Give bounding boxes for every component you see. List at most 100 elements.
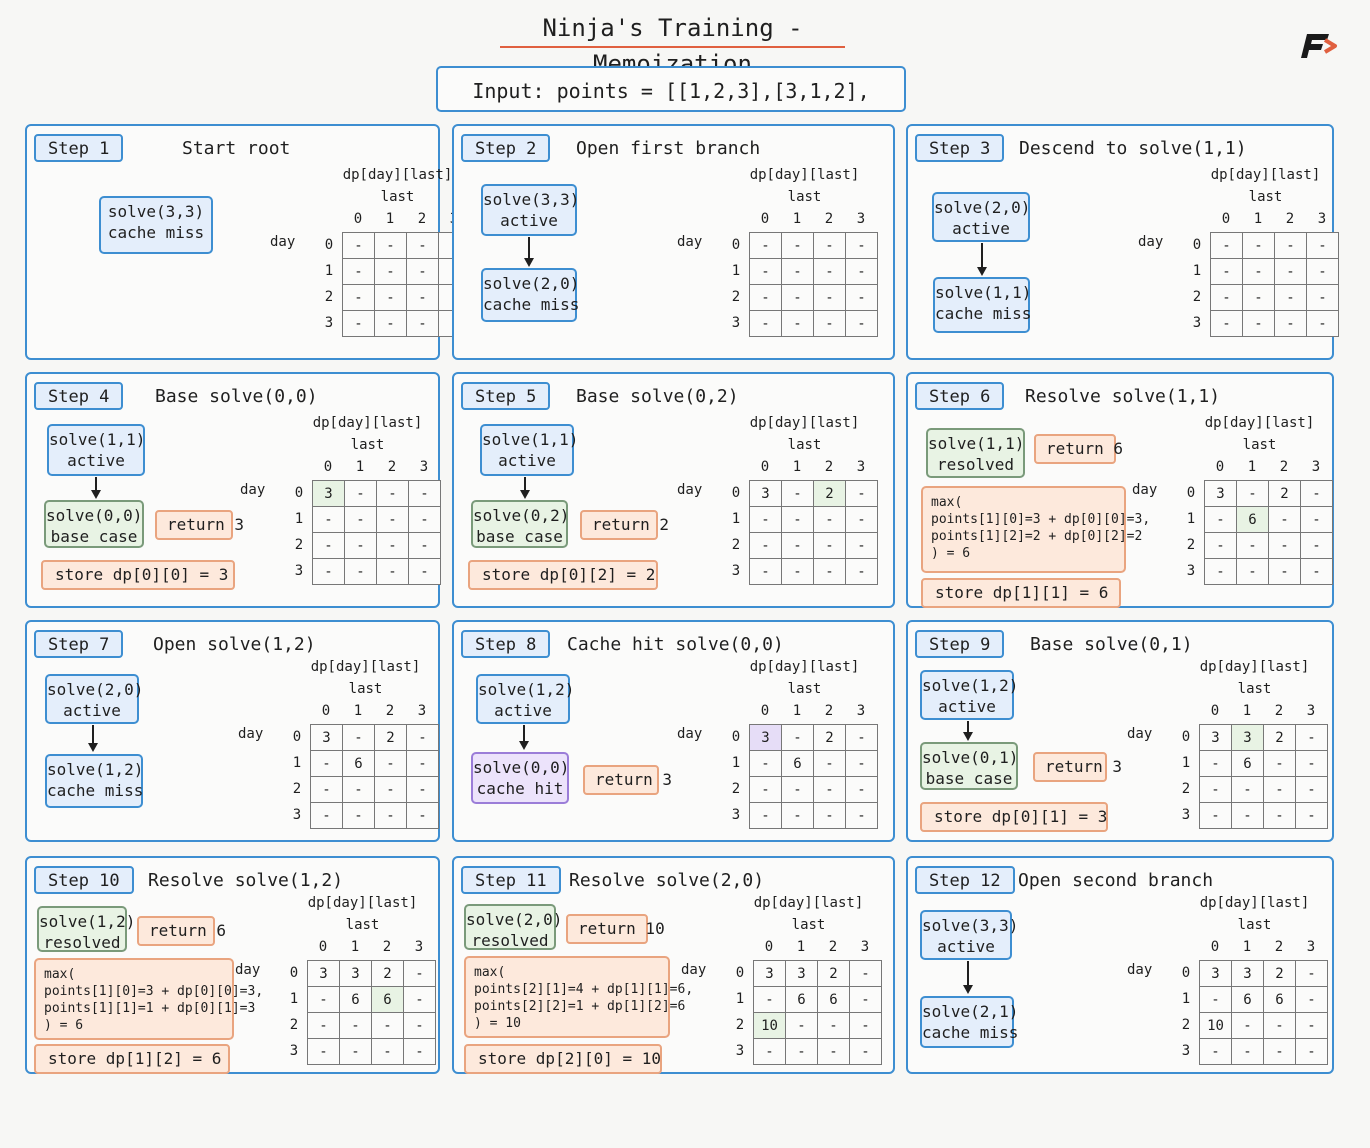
dp-cell: - [404,961,436,987]
call-label: solve(1,1) [49,430,146,449]
row-header: 1 [731,263,741,279]
down-arrow-icon [519,725,529,750]
dp-cell: - [1296,987,1328,1013]
arrow-line [523,725,525,742]
dp-cell: - [750,311,782,337]
dp-cell: - [313,507,345,533]
dp-cell: - [1307,311,1339,337]
step-title: Cache hit solve(0,0) [567,634,784,655]
dp-cell: - [1205,507,1237,533]
column-header: 3 [414,939,424,955]
column-header: 0 [318,939,328,955]
column-header: 0 [353,211,363,227]
call-status: active [938,697,996,716]
dp-cell: - [1301,559,1333,585]
row-header: 3 [324,315,334,331]
dp-cell: 10 [1200,1013,1232,1039]
column-header: 1 [792,703,802,719]
dp-cell: - [407,725,439,751]
dp-cell: - [814,233,846,259]
step-tag: Step 3 [915,134,1005,162]
row-header: 3 [735,1043,745,1059]
row-header: 2 [731,781,741,797]
step-tag: Step 9 [915,630,1005,658]
dp-cell: - [846,725,878,751]
day-axis-label: day [1132,482,1158,498]
calc-line: points[2][1]=4 + dp[1][1]=6, [474,982,694,997]
dp-cell: - [782,507,814,533]
column-header: 3 [1311,459,1321,475]
call-label: solve(2,0) [483,274,580,293]
call-status: base case [476,527,563,546]
return-badge: return 3 [1033,752,1122,782]
dp-cell: - [1296,777,1328,803]
dp-cell: - [786,1013,818,1039]
calc-line: ) = 6 [931,546,971,561]
arrow-head [91,490,101,499]
dp-table-title: dp[day][last] [1210,167,1321,183]
column-header: 1 [350,939,360,955]
row-header: 3 [292,807,302,823]
step-tag: Step 5 [461,382,551,410]
dp-cell: - [1200,751,1232,777]
call-label: solve(0,0) [473,758,570,777]
call-label: solve(3,3) [922,916,1019,935]
dp-cell: - [404,987,436,1013]
dp-cell: 2 [375,725,407,751]
dp-cell: - [1296,1013,1328,1039]
step-tag: Step 8 [461,630,551,658]
dp-cell: - [782,559,814,585]
dp-cell: - [846,533,878,559]
dp-cell: 6 [1232,987,1264,1013]
dp-cell: - [375,259,407,285]
row-header: 2 [294,537,304,553]
dp-cell: 6 [782,751,814,777]
dp-cell: 2 [814,481,846,507]
calc-line: max( [44,967,76,982]
call-node: solve(2,1)cache miss [920,996,1018,1048]
call-label: solve(1,1) [935,283,1032,302]
dp-cells: ---------------- [749,232,878,337]
call-status: base case [925,769,1013,788]
calc-line: points[1][0]=3 + dp[0][0]=3, [931,512,1151,527]
call-status: cache miss [483,295,580,314]
day-axis-label: day [235,962,261,978]
call-label: solve(2,0) [934,198,1031,217]
dp-cell: - [1243,311,1275,337]
dp-cell: - [407,311,439,337]
dp-cell: - [1307,285,1339,311]
row-header: 2 [1181,1017,1191,1033]
column-header: 1 [385,211,395,227]
down-arrow-icon [977,243,987,276]
dp-cell: 2 [1264,725,1296,751]
column-header: 3 [856,211,866,227]
column-header: 2 [1285,211,1295,227]
row-header: 3 [731,315,741,331]
column-header: 0 [323,459,333,475]
call-status: resolved [43,933,121,952]
step-tag: Step 2 [461,134,551,162]
day-axis-label: day [238,726,264,742]
arrow-line [981,243,983,268]
dp-cell: - [343,233,375,259]
dp-cell: - [1264,1013,1296,1039]
column-header: 3 [856,703,866,719]
arrow-line [92,725,94,744]
calc-line: points[1][0]=3 + dp[0][0]=3, [44,984,264,999]
dp-cell: - [814,311,846,337]
dp-cell: - [814,285,846,311]
call-node: solve(0,1)base case [920,742,1018,790]
dp-cell: - [409,481,441,507]
day-axis-label: day [677,726,703,742]
last-axis-label: last [787,189,822,205]
call-label: solve(0,2) [473,506,570,525]
dp-cell: - [308,987,340,1013]
row-header: 1 [289,991,299,1007]
call-node: solve(2,0)active [932,192,1030,242]
step-tag: Step 4 [34,382,124,410]
step-tag: Step 10 [34,866,134,894]
